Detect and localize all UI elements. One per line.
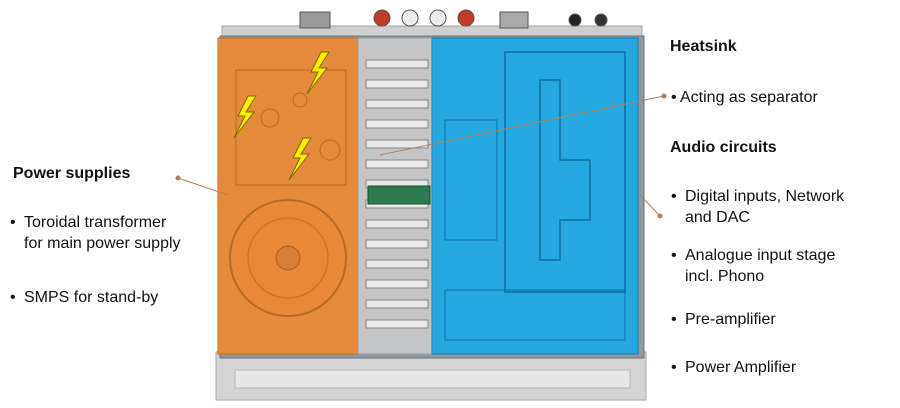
audio-item-line: Power Amplifier — [671, 357, 796, 378]
power-item-toroidal: • Toroidal transformer for main power su… — [10, 212, 181, 254]
heatsink-fin — [366, 80, 428, 88]
heatsink-fin — [366, 300, 428, 308]
heatsink-fin — [366, 320, 428, 328]
rca-jack — [458, 10, 474, 26]
driver-board — [368, 186, 430, 204]
audio-item-line: Digital inputs, Network — [671, 186, 844, 207]
rca-jack — [430, 10, 446, 26]
audio-item-digital: • Digital inputs, Network and DAC — [671, 186, 844, 228]
rca-jack — [374, 10, 390, 26]
power-item-line: for main power supply — [10, 233, 181, 254]
audio-item-line: Pre-amplifier — [671, 309, 776, 330]
heatsink-item-line: Acting as separator — [671, 87, 818, 108]
audio-item-line: incl. Phono — [671, 266, 835, 287]
connector-block — [500, 12, 528, 28]
audio-item-analogue: • Analogue input stage incl. Phono — [671, 245, 835, 287]
audio-item-poweramp: • Power Amplifier — [671, 357, 796, 378]
chassis-foot-bar — [235, 370, 630, 388]
heatsink-fin — [366, 100, 428, 108]
power-item-line: SMPS for stand-by — [10, 287, 158, 308]
power-supplies-heading: Power supplies — [13, 163, 130, 184]
heatsink-fin — [366, 160, 428, 168]
rca-jack — [402, 10, 418, 26]
power-item-smps: • SMPS for stand-by — [10, 287, 158, 308]
heatsink-fin — [366, 240, 428, 248]
power-zone — [218, 38, 360, 354]
heatsink-fin — [366, 260, 428, 268]
toroidal-transformer-core — [276, 246, 300, 270]
audio-zone — [432, 38, 638, 354]
heatsink-fin — [366, 60, 428, 68]
leader-dot — [662, 94, 667, 99]
heatsink-item-separator: • Acting as separator — [671, 87, 818, 108]
audio-item-line: Analogue input stage — [671, 245, 835, 266]
heatsink-fin — [366, 220, 428, 228]
audio-item-preamp: • Pre-amplifier — [671, 309, 776, 330]
audio-zone-overlay — [432, 38, 638, 354]
leader-dot — [658, 214, 663, 219]
rear-connectors — [300, 10, 607, 28]
audio-item-line: and DAC — [671, 207, 844, 228]
audio-circuits-heading: Audio circuits — [670, 137, 777, 158]
terminal-knob — [569, 14, 581, 26]
power-item-line: Toroidal transformer — [10, 212, 181, 233]
terminal-knob — [595, 14, 607, 26]
connector-block — [300, 12, 330, 28]
heatsink-fin — [366, 280, 428, 288]
leader-dot — [176, 176, 181, 181]
heatsink-fin — [366, 120, 428, 128]
heatsink-zone — [358, 38, 434, 354]
heatsink-heading: Heatsink — [670, 36, 737, 57]
